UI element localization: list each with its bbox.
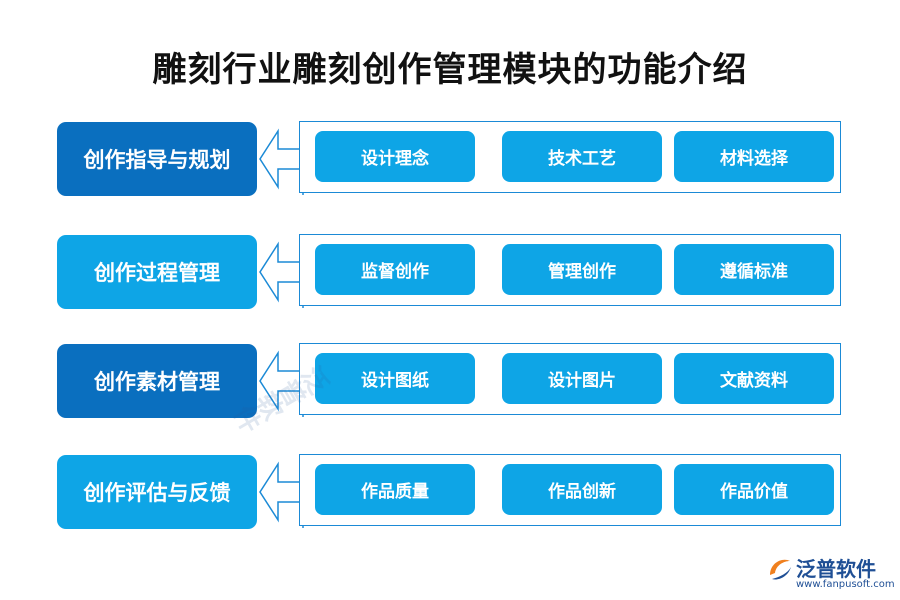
left-arrow-icon: [259, 236, 304, 308]
left-arrow-icon: [259, 123, 304, 195]
page-title: 雕刻行业雕刻创作管理模块的功能介绍: [152, 50, 748, 90]
item-quality: 作品质量: [315, 464, 475, 515]
row-panel-planning: 设计理念 技术工艺 材料选择: [299, 121, 841, 193]
item-innovation: 作品创新: [502, 464, 662, 515]
item-documents: 文献资料: [674, 353, 834, 404]
left-arrow-icon: [259, 456, 304, 528]
row-panel-evaluation: 作品质量 作品创新 作品价值: [299, 454, 841, 526]
category-box-materials: 创作素材管理: [57, 344, 257, 418]
item-material: 材料选择: [674, 131, 834, 182]
item-standards: 遵循标准: [674, 244, 834, 295]
brand-logo: 泛普软件 www.fanpusoft.com: [766, 553, 895, 595]
category-box-process: 创作过程管理: [57, 235, 257, 309]
logo-url: www.fanpusoft.com: [796, 579, 895, 590]
item-drawings: 设计图纸: [315, 353, 475, 404]
item-value: 作品价值: [674, 464, 834, 515]
row-panel-process: 监督创作 管理创作 遵循标准: [299, 234, 841, 306]
item-technique: 技术工艺: [502, 131, 662, 182]
category-box-evaluation: 创作评估与反馈: [57, 455, 257, 529]
row-panel-materials: 设计图纸 设计图片 文献资料: [299, 343, 841, 415]
item-manage: 管理创作: [502, 244, 662, 295]
item-images: 设计图片: [502, 353, 662, 404]
left-arrow-icon: [259, 345, 304, 417]
item-supervise: 监督创作: [315, 244, 475, 295]
item-design-concept: 设计理念: [315, 131, 475, 182]
fanpu-logo-icon: [770, 559, 791, 580]
logo-name: 泛普软件: [796, 557, 876, 581]
category-box-planning: 创作指导与规划: [57, 122, 257, 196]
